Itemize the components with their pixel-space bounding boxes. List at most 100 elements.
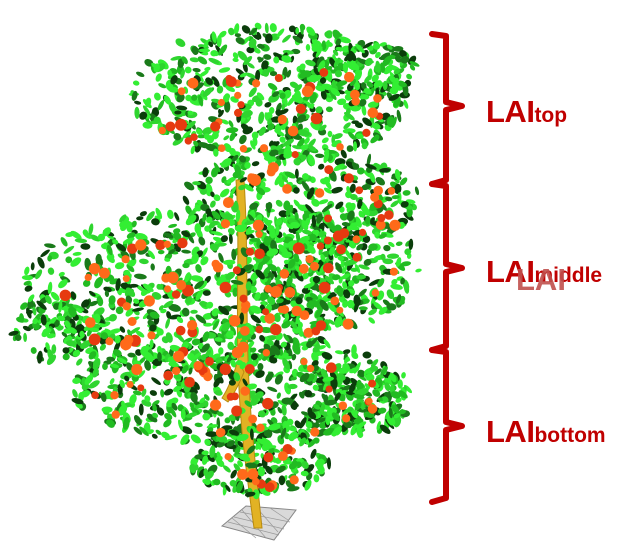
leaf [403, 99, 409, 109]
leaf [203, 322, 213, 327]
leaf [299, 144, 310, 150]
leaf [346, 202, 356, 213]
fruit [365, 397, 373, 405]
leaf [65, 232, 75, 237]
leaf [244, 400, 253, 408]
fruit [289, 475, 299, 485]
leaf [47, 267, 55, 275]
leaf [217, 332, 226, 343]
leaf [226, 440, 236, 447]
leaf [144, 58, 154, 67]
leaf [292, 343, 301, 355]
leaf [139, 211, 147, 217]
leaf [112, 349, 122, 357]
leaf [203, 468, 208, 477]
leaf [244, 161, 251, 169]
label-lai-bottom: LAIbottom [486, 414, 606, 450]
fruit [274, 74, 283, 82]
fruit [122, 275, 130, 283]
leaf [320, 368, 329, 380]
leaf [353, 141, 358, 152]
fruit [211, 259, 220, 269]
fruit [127, 243, 138, 254]
leaf [350, 423, 359, 436]
label-lai-bottom-main: LAI [486, 414, 535, 449]
leaf [296, 114, 307, 123]
fruit [247, 173, 255, 181]
fruit [318, 281, 331, 294]
leaf [192, 181, 201, 186]
leaf [203, 394, 210, 401]
leaf [400, 277, 405, 285]
leaf [299, 63, 306, 71]
leaf [27, 294, 35, 303]
leaf [216, 441, 225, 448]
leaf [218, 305, 230, 316]
leaf [375, 176, 385, 186]
leaf [156, 407, 165, 416]
leaf [122, 237, 135, 245]
leaf [170, 55, 182, 61]
leaf [249, 237, 261, 242]
leaf [260, 292, 270, 300]
leaf [276, 28, 285, 38]
leaf [93, 313, 101, 324]
leaf [324, 399, 338, 406]
leaf [46, 354, 57, 365]
leaf [262, 68, 270, 77]
leaf [341, 222, 351, 227]
leaf [228, 120, 234, 128]
leaf [255, 370, 265, 379]
leaf [160, 389, 165, 398]
fruit [225, 74, 233, 83]
leaf [347, 210, 355, 222]
leaf [294, 84, 303, 93]
leaf [95, 253, 102, 264]
leaf [275, 225, 280, 236]
leaf [225, 484, 231, 492]
leaf [324, 275, 334, 285]
leaf [269, 71, 278, 77]
leaf [20, 302, 28, 310]
leaf [70, 328, 77, 334]
fruit [165, 121, 176, 132]
fruit [254, 248, 265, 260]
fruit [301, 85, 314, 98]
fruit [210, 399, 222, 411]
fruit [135, 239, 147, 251]
leaf [151, 377, 161, 385]
fruit [137, 384, 145, 392]
fruit [193, 361, 203, 371]
leaf [133, 426, 143, 435]
leaf [218, 252, 224, 263]
leaf [397, 379, 403, 389]
leaf [274, 313, 281, 323]
leaf [351, 344, 357, 356]
fruit [336, 244, 346, 255]
leaf [279, 92, 286, 99]
leaf [189, 57, 200, 63]
leaf [311, 198, 320, 207]
leaf [112, 239, 119, 245]
leaf [203, 133, 211, 140]
leaf [220, 481, 227, 488]
leaf [218, 30, 227, 38]
leaf [229, 479, 237, 487]
leaf [365, 163, 377, 170]
leaf [88, 300, 98, 307]
fruit [147, 331, 156, 340]
leaf [255, 391, 264, 399]
fruit [131, 363, 143, 376]
fruit [173, 350, 185, 363]
leaf [290, 376, 297, 381]
leaf [279, 136, 286, 143]
leaf [163, 419, 172, 428]
leaf [348, 225, 360, 231]
leaf [249, 428, 254, 441]
fruit [280, 305, 290, 314]
leaf [283, 459, 292, 465]
leaf [391, 195, 400, 200]
leaf [337, 98, 347, 106]
leaf [378, 306, 388, 315]
leaf [204, 66, 211, 72]
